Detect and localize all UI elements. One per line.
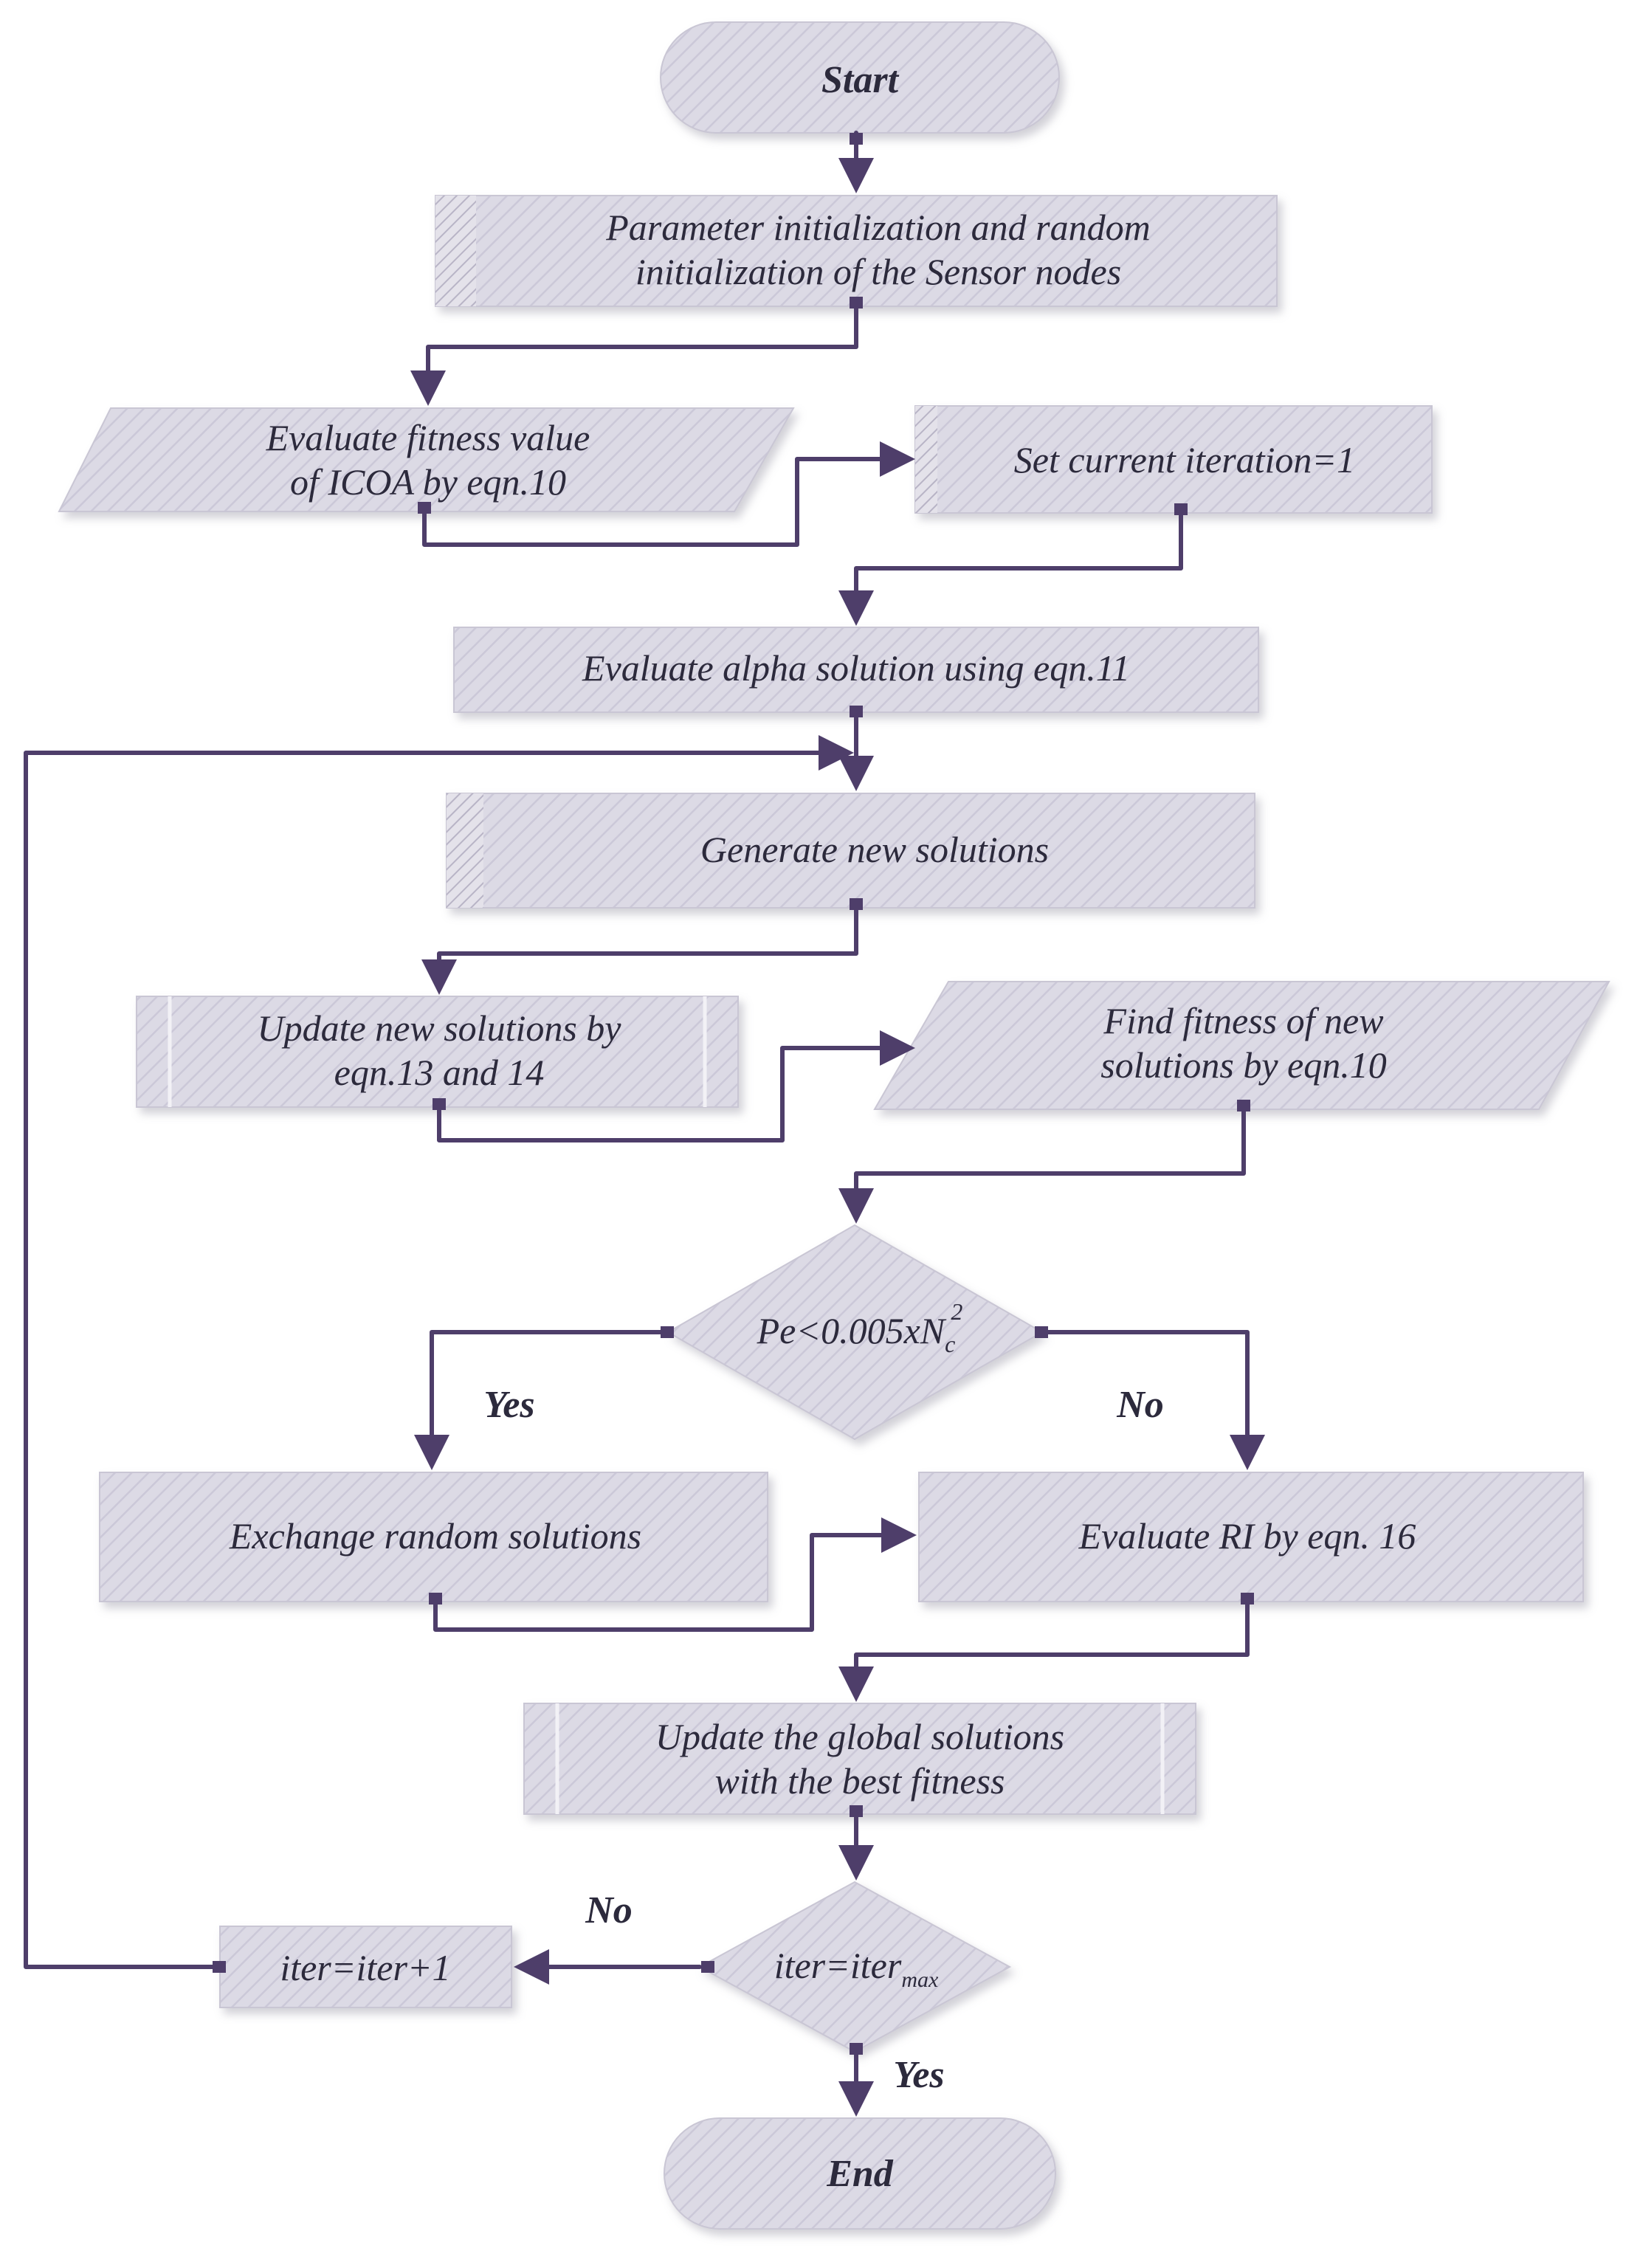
edge-pe-no: [1040, 1330, 1265, 1470]
connectors: [24, 131, 1265, 2117]
edge-update-findfitness: [437, 1030, 915, 1142]
pe-condition-sup: 2: [951, 1298, 962, 1325]
set-iteration-label: Set current iteration=1: [1014, 439, 1355, 480]
pe-yes-label: Yes: [483, 1384, 534, 1426]
increment-process: [219, 1926, 512, 2008]
update-global-subprocess: [523, 1703, 1196, 1815]
pe-no-label: No: [1116, 1384, 1164, 1426]
update-new-line2: eqn.13 and 14: [334, 1052, 545, 1093]
edge-setiter-alpha: [838, 511, 1183, 626]
iter-condition-sub: max: [901, 1968, 939, 1992]
iter-yes-label: Yes: [893, 2054, 944, 2096]
find-fitness-line1: Find fitness of new: [1103, 1000, 1383, 1041]
iter-condition: iter=itermax: [774, 1945, 939, 1992]
edge-exchange-evalri: [433, 1517, 917, 1632]
eval-fitness-line2: of ICOA by eqn.10: [290, 461, 566, 503]
init-label-line2: initialization of the Sensor nodes: [635, 251, 1121, 292]
update-global-line1: Update the global solutions: [655, 1716, 1064, 1757]
eval-fitness-data: [58, 407, 795, 512]
pe-condition-sub: c: [945, 1331, 955, 1357]
update-global-line2: with the best fitness: [714, 1760, 1005, 1802]
eval-fitness-line1: Evaluate fitness value: [266, 417, 590, 458]
end-label: End: [826, 2153, 894, 2195]
edge-findfitness-pe: [838, 1107, 1246, 1224]
edge-evalfitness-setiter: [422, 441, 915, 547]
edge-pe-yes: [414, 1330, 670, 1470]
pe-condition: Pe<0.005xNc 2: [757, 1298, 963, 1357]
generate-process: [446, 793, 1255, 909]
iter-no-label: No: [585, 1889, 633, 1931]
edge-generate-update: [421, 906, 858, 995]
edge-evalri-updateglobal: [838, 1599, 1250, 1702]
find-fitness-data: [873, 981, 1610, 1110]
edge-loop-back: [24, 735, 854, 1969]
end-terminator: [664, 2117, 1056, 2230]
eval-ri-process: [918, 1472, 1584, 1602]
init-process: [435, 195, 1278, 307]
exchange-process: [99, 1472, 768, 1602]
update-new-subprocess: [136, 996, 739, 1108]
pe-condition-base: Pe<0.005xN: [757, 1310, 947, 1351]
eval-ri-label: Evaluate RI by eqn. 16: [1078, 1515, 1416, 1557]
generate-label: Generate new solutions: [700, 829, 1049, 870]
start-label: Start: [821, 59, 900, 101]
pe-decision: [666, 1224, 1044, 1441]
iter-condition-base: iter=iter: [774, 1945, 902, 1986]
find-fitness-line2: solutions by eqn.10: [1100, 1044, 1386, 1086]
edge-init-evalfitness: [410, 304, 858, 406]
set-iteration-process: [914, 405, 1433, 514]
update-new-line1: Update new solutions by: [257, 1007, 621, 1049]
init-label-line1: Parameter initialization and random: [605, 207, 1151, 248]
eval-alpha-label: Evaluate alpha solution using eqn.11: [582, 647, 1130, 689]
connector-dots: [213, 133, 1254, 2055]
increment-label: iter=iter+1: [280, 1947, 450, 1988]
exchange-label: Exchange random solutions: [229, 1515, 641, 1557]
